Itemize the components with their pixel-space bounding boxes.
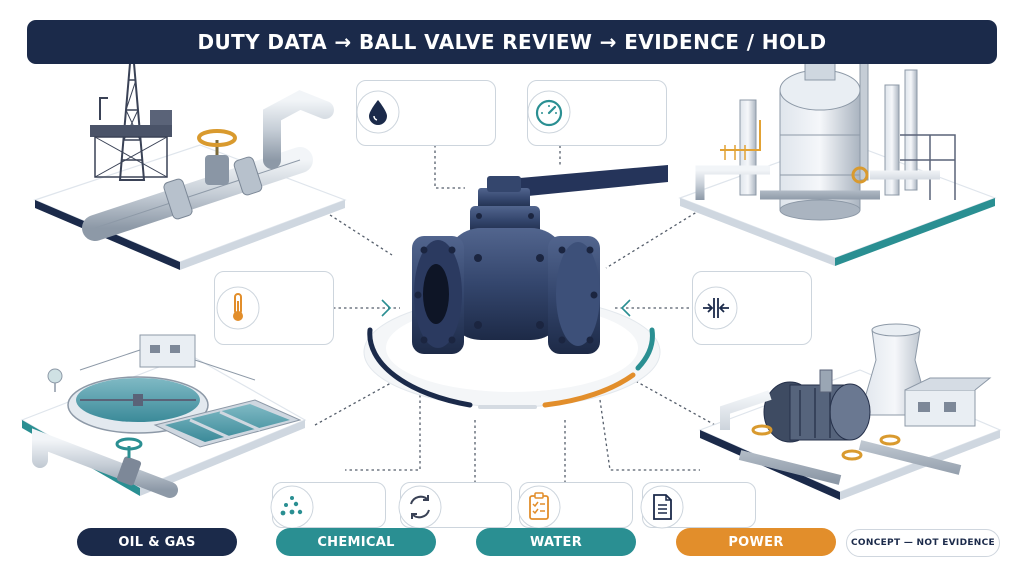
temperature-info-box [214, 271, 334, 345]
pressure-info-box [527, 80, 667, 146]
industry-label-water: WATER [476, 528, 636, 556]
industry-label-oil-gas: OIL & GAS [77, 528, 237, 556]
oil-gas-scene [33, 39, 347, 270]
industry-label-power: POWER [676, 528, 836, 556]
ball-valve [412, 165, 668, 354]
flow-arrows [381, 299, 631, 317]
document-info-box [640, 482, 756, 529]
clipboard-checklist-icon [517, 485, 561, 529]
connector-lines [314, 140, 716, 482]
industry-label-chemical: CHEMICAL [276, 528, 436, 556]
disclaimer-badge: CONCEPT — NOT EVIDENCE [846, 529, 1000, 557]
thermometer-icon [216, 286, 260, 330]
title-banner: DUTY DATA → BALL VALVE REVIEW → EVIDENCE… [27, 20, 997, 64]
chemical-scene [678, 57, 997, 266]
power-scene [698, 323, 1002, 500]
cycle-arrows-icon [398, 485, 442, 529]
compress-arrows-icon [694, 286, 738, 330]
water-scene [20, 334, 307, 498]
size-info-box [692, 271, 812, 345]
fluid-info-box [356, 80, 496, 146]
page-title: DUTY DATA → BALL VALVE REVIEW → EVIDENCE… [197, 30, 827, 54]
pressure-gauge-icon [527, 90, 571, 134]
cycle-info-box [398, 482, 512, 529]
chemical-info-box [270, 482, 386, 529]
particles-icon [270, 485, 314, 529]
checklist-info-box [517, 482, 633, 529]
droplet-icon [356, 90, 400, 134]
document-icon [640, 485, 684, 529]
